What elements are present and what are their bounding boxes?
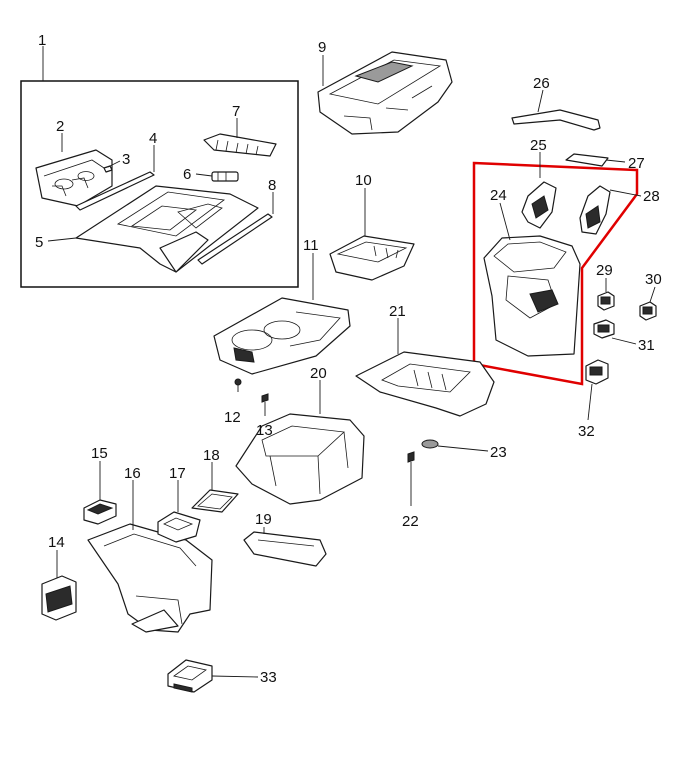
callout-1: 1 bbox=[38, 32, 46, 49]
callout-6: 6 bbox=[183, 166, 191, 183]
callout-7: 7 bbox=[232, 103, 240, 120]
part-20-lower-bin[interactable] bbox=[235, 413, 365, 505]
leader-lines bbox=[42, 46, 656, 678]
callout-3: 3 bbox=[122, 151, 130, 168]
part-9-upper-tray[interactable] bbox=[317, 51, 453, 135]
callout-labels: 1 2 3 4 5 6 7 8 9 10 11 12 13 14 15 16 1… bbox=[35, 32, 662, 686]
callout-18: 18 bbox=[203, 447, 220, 464]
callout-32: 32 bbox=[578, 423, 595, 440]
callout-12: 12 bbox=[224, 409, 241, 426]
callout-13: 13 bbox=[256, 422, 273, 439]
part-13-clip[interactable] bbox=[261, 393, 269, 416]
callout-21: 21 bbox=[389, 303, 406, 320]
part-33-module[interactable] bbox=[167, 659, 213, 693]
part-29-switch[interactable] bbox=[597, 291, 615, 311]
part-19-trim[interactable] bbox=[243, 531, 327, 567]
part-18-mat[interactable] bbox=[191, 489, 239, 513]
callout-26: 26 bbox=[533, 75, 550, 92]
callout-19: 19 bbox=[255, 511, 272, 528]
part-2-bezel[interactable] bbox=[35, 149, 113, 207]
part-11-cupholder-tray[interactable] bbox=[213, 297, 351, 375]
callout-14: 14 bbox=[48, 534, 65, 551]
callout-9: 9 bbox=[318, 39, 326, 56]
part-26-trim-bar[interactable] bbox=[511, 109, 601, 131]
callout-27: 27 bbox=[628, 155, 645, 172]
part-6-switch[interactable] bbox=[211, 171, 239, 182]
part-16-rear-panel[interactable] bbox=[87, 523, 213, 633]
part-4-trim-strip[interactable] bbox=[75, 171, 155, 211]
part-17-bracket[interactable] bbox=[157, 511, 201, 543]
part-31-switch[interactable] bbox=[593, 319, 615, 339]
callout-11: 11 bbox=[303, 237, 319, 254]
callout-4: 4 bbox=[149, 130, 157, 147]
part-30-switch[interactable] bbox=[639, 301, 657, 321]
part-25-duct-left[interactable] bbox=[521, 181, 557, 229]
part-28-duct-right[interactable] bbox=[579, 185, 611, 235]
callout-30: 30 bbox=[645, 271, 662, 288]
callout-22: 22 bbox=[402, 513, 419, 530]
part-23-grommet[interactable] bbox=[421, 439, 439, 449]
part-15-module[interactable] bbox=[83, 499, 117, 525]
callout-33: 33 bbox=[260, 669, 277, 686]
part-10-storage-bin[interactable] bbox=[329, 235, 415, 281]
part-7-grille[interactable] bbox=[203, 133, 277, 157]
part-27-pad[interactable] bbox=[565, 153, 609, 167]
callout-2: 2 bbox=[56, 118, 64, 135]
callout-28: 28 bbox=[643, 188, 660, 205]
part-5-console-top-panel[interactable] bbox=[75, 185, 259, 273]
callout-15: 15 bbox=[91, 445, 108, 462]
callout-8: 8 bbox=[268, 177, 276, 194]
callout-20: 20 bbox=[310, 365, 327, 382]
callout-16: 16 bbox=[124, 465, 141, 482]
part-8-trim-strip[interactable] bbox=[197, 213, 273, 265]
part-21-base-bracket[interactable] bbox=[355, 351, 495, 417]
part-22-bolt[interactable] bbox=[407, 451, 415, 506]
part-24-rear-housing[interactable] bbox=[483, 235, 581, 357]
part-12-clip[interactable] bbox=[234, 378, 242, 392]
part-14-switch-module[interactable] bbox=[41, 575, 77, 621]
callout-31: 31 bbox=[638, 337, 655, 354]
callout-25: 25 bbox=[530, 137, 547, 154]
callout-24: 24 bbox=[490, 187, 507, 204]
callout-17: 17 bbox=[169, 465, 186, 482]
part-32-switch[interactable] bbox=[585, 359, 609, 385]
callout-29: 29 bbox=[596, 262, 613, 279]
assembly-1-group-box bbox=[20, 80, 299, 288]
callout-5: 5 bbox=[35, 234, 43, 251]
callout-23: 23 bbox=[490, 444, 507, 461]
callout-10: 10 bbox=[355, 172, 372, 189]
